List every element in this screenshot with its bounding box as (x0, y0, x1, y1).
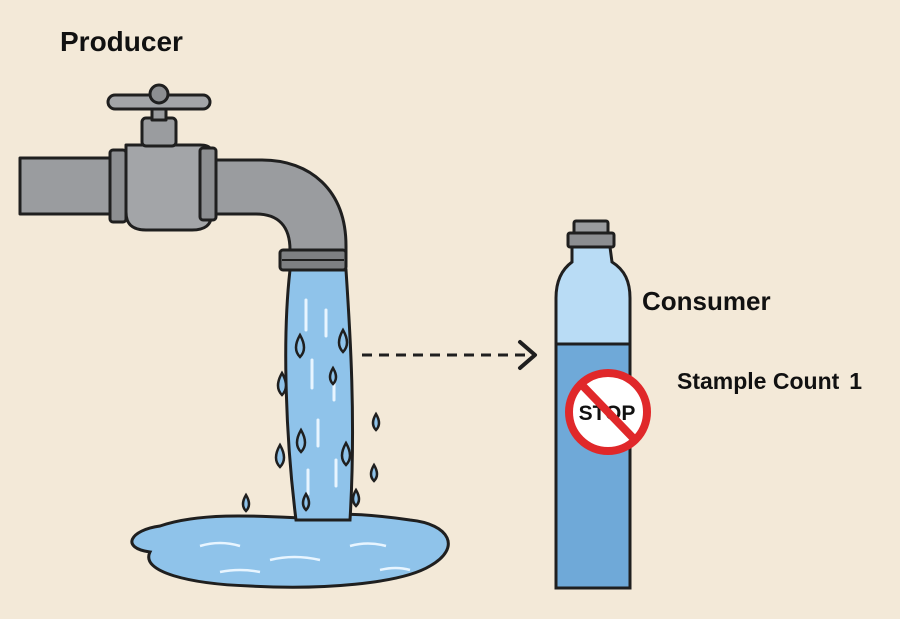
water-drops-icon (241, 327, 381, 513)
producer-label: Producer (60, 26, 183, 57)
consumer-label: Consumer (642, 286, 771, 316)
sample-count-label: Stample Count (677, 368, 840, 394)
water-puddle-icon (130, 512, 450, 589)
water-stream-icon (284, 268, 355, 522)
faucet-icon (18, 83, 348, 272)
dashed-arrow-icon (362, 340, 537, 370)
sample-count-value: 1 (849, 368, 863, 394)
stop-sign-icon: STOP (565, 369, 651, 455)
sample-count: Stample Count 1 (677, 368, 872, 395)
